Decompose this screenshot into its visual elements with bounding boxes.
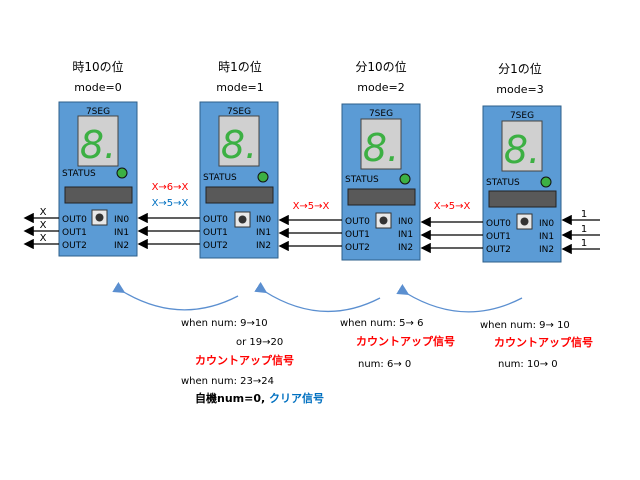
module-1: 7SEG 8. STATUS OUT0 OUT1 OUT2 IN0 IN1 IN…: [199, 101, 279, 259]
module-0: 7SEG 8. STATUS OUT0 OUT1 OUT2 IN0 IN1 IN…: [58, 101, 138, 257]
module-3-digit-label: 分1の位: [498, 61, 542, 76]
module-1-status-label: STATUS: [203, 173, 237, 183]
hour1-clear-line: 自機num=0, クリア信号: [195, 391, 324, 405]
link1-blue-label: X→5→X: [152, 198, 189, 209]
left-output-wires: X X X: [23, 207, 59, 250]
module-1-status-bar: [205, 186, 274, 204]
hour1-note-line2: or 19→20: [236, 337, 283, 348]
module-3-in2: IN2: [539, 245, 554, 255]
link1-red-label: X→6→X: [152, 182, 189, 193]
module-0-out1: OUT1: [62, 228, 87, 238]
hour1-note-line3: when num: 23→24: [181, 376, 274, 387]
left-output-0: X: [40, 207, 47, 218]
module-0-digit-label: 時10の位: [72, 59, 123, 74]
module-0-in2: IN2: [114, 241, 129, 251]
hour1-clear-signal: クリア信号: [269, 391, 324, 405]
left-output-2: X: [40, 233, 47, 244]
module-1-mode-label: mode=1: [216, 81, 263, 94]
module-3-mode-label: mode=3: [496, 83, 543, 96]
module-1-digit-label: 時1の位: [218, 59, 262, 74]
module-1-seg-label: 7SEG: [227, 107, 251, 117]
link-wires-2-to-1: [278, 214, 342, 252]
min1-countup-signal: カウントアップ信号: [494, 335, 593, 349]
module-0-segment-glyph: 8.: [80, 123, 116, 167]
module-3-in1: IN1: [539, 232, 554, 242]
module-2-status-label: STATUS: [345, 175, 379, 185]
module-3-in0: IN0: [539, 219, 554, 229]
carry-arrow-1-to-0: [112, 281, 239, 311]
link-wires-1-to-0: [137, 212, 200, 250]
module-3-out1: OUT1: [486, 232, 511, 242]
module-0-out2: OUT2: [62, 241, 87, 251]
carry-arrow-2-to-1: [254, 281, 381, 313]
module-2-in2: IN2: [398, 243, 413, 253]
min10-note-line2: num: 6→ 0: [358, 359, 411, 370]
module-1-out1: OUT1: [203, 228, 228, 238]
module-0-status-led: [116, 167, 128, 179]
module-3-seven-segment-display: [501, 120, 543, 172]
module-3-out0: OUT0: [486, 219, 511, 229]
module-0-mode-label: mode=0: [74, 81, 121, 94]
module-3-status-led: [540, 176, 552, 188]
module-2-button-knob: [379, 216, 388, 225]
module-3-out2: OUT2: [486, 245, 511, 255]
module-1-in2: IN2: [256, 241, 271, 251]
module-0-seg-label: 7SEG: [86, 107, 110, 117]
link2-red-label: X→5→X: [293, 201, 330, 212]
module-2-out1: OUT1: [345, 230, 370, 240]
module-1-button-knob: [238, 215, 247, 224]
right-input-2: 1: [581, 238, 587, 249]
module-0-out0: OUT0: [62, 215, 87, 225]
module-0-in0: IN0: [114, 215, 129, 225]
link3-red-label: X→5→X: [434, 201, 471, 212]
module-2-digit-label: 分10の位: [355, 59, 406, 74]
module-1-out2: OUT2: [203, 241, 228, 251]
module-1-segment-glyph: 8.: [221, 123, 257, 167]
right-input-0: 1: [581, 209, 587, 220]
min1-note-line2: num: 10→ 0: [498, 359, 558, 370]
module-2-out2: OUT2: [345, 243, 370, 253]
module-1-status-led: [257, 171, 269, 183]
left-output-1: X: [40, 220, 47, 231]
module-0-seven-segment-display: [77, 115, 119, 167]
module-0-in1: IN1: [114, 228, 129, 238]
module-2-status-led: [399, 173, 411, 185]
module-2-mode-label: mode=2: [357, 81, 404, 94]
module-2-out0: OUT0: [345, 217, 370, 227]
module-2-status-bar: [347, 188, 416, 206]
module-2-segment-glyph: 8.: [363, 126, 399, 170]
module-3: 7SEG 8. STATUS OUT0 OUT1 OUT2 IN0 IN1 IN…: [482, 105, 562, 263]
module-1-seven-segment-display: [218, 115, 260, 167]
min10-note-line1: when num: 5→ 6: [340, 318, 423, 329]
module-1-in1: IN1: [256, 228, 271, 238]
module-2: 7SEG 8. STATUS OUT0 OUT1 OUT2 IN0 IN1 IN…: [341, 103, 421, 261]
right-input-wires: 1 1 1: [561, 209, 600, 255]
hour1-countup-signal: カウントアップ信号: [195, 353, 294, 367]
module-2-seg-label: 7SEG: [369, 109, 393, 119]
hour1-note-line1: when num: 9→10: [181, 318, 268, 329]
link-wires-3-to-2: [420, 216, 483, 254]
hour1-clear-prefix: 自機num=0,: [195, 391, 269, 405]
carry-arrow-3-to-2: [396, 283, 523, 313]
module-3-segment-glyph: 8.: [504, 128, 540, 172]
module-3-seg-label: 7SEG: [510, 111, 534, 121]
min1-note-line1: when num: 9→ 10: [480, 320, 570, 331]
module-2-seven-segment-display: [360, 118, 402, 170]
module-0-status-label: STATUS: [62, 169, 96, 179]
module-1-out0: OUT0: [203, 215, 228, 225]
module-2-in1: IN1: [398, 230, 413, 240]
module-3-status-label: STATUS: [486, 178, 520, 188]
module-0-status-bar: [64, 186, 133, 204]
module-0-button-knob: [95, 213, 104, 222]
module-3-button-knob: [520, 217, 529, 226]
module-1-in0: IN0: [256, 215, 271, 225]
right-input-1: 1: [581, 224, 587, 235]
module-3-status-bar: [488, 190, 557, 208]
module-2-in0: IN0: [398, 217, 413, 227]
min10-countup-signal: カウントアップ信号: [356, 334, 455, 348]
